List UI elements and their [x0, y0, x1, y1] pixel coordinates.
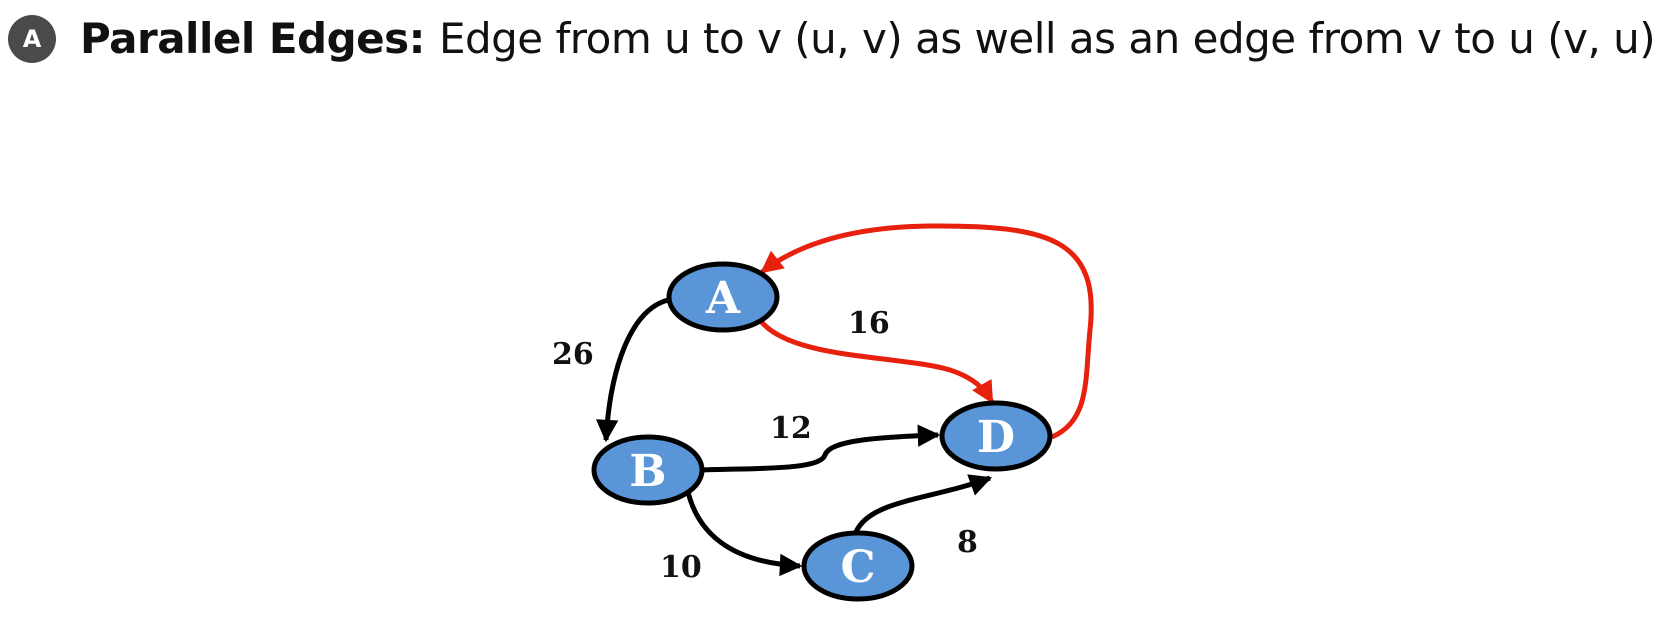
- node-c-label: C: [840, 542, 875, 593]
- edge-b-to-c: [685, 491, 803, 577]
- node-d-shape: [939, 400, 1053, 472]
- node-a-shape: [666, 261, 780, 333]
- weight-a-b: 26: [552, 337, 594, 372]
- node-d: D: [939, 400, 1053, 472]
- node-c: C: [801, 530, 915, 602]
- term-title: Parallel Edges:: [80, 14, 425, 63]
- node-b: B: [591, 434, 705, 506]
- edge-d-to-a-parallel: [760, 223, 1094, 440]
- weight-b-d: 12: [770, 411, 812, 446]
- weight-b-c: 10: [660, 550, 702, 585]
- weight-a-d: 16: [848, 306, 890, 341]
- edge-b-to-d: [701, 424, 941, 473]
- edges: [595, 223, 1094, 577]
- node-b-shape: [591, 434, 705, 506]
- heading: A Parallel Edges: Edge from u to v (u, v…: [8, 14, 1656, 63]
- node-d-label: D: [977, 412, 1015, 463]
- edge-c-to-d: [853, 474, 993, 534]
- edge-a-to-d-parallel: [758, 318, 995, 404]
- term-description: Edge from u to v (u, v) as well as an ed…: [438, 14, 1656, 63]
- node-a-label: A: [705, 273, 741, 324]
- node-c-shape: [801, 530, 915, 602]
- node-a: A: [666, 261, 780, 333]
- edge-a-to-b: [595, 297, 669, 443]
- node-b-label: B: [629, 446, 666, 497]
- section-badge: A: [8, 14, 56, 63]
- edge-weights: 26 12 10 8 16: [552, 306, 978, 585]
- weight-c-d: 8: [957, 525, 978, 560]
- nodes: A B C D: [591, 261, 1053, 602]
